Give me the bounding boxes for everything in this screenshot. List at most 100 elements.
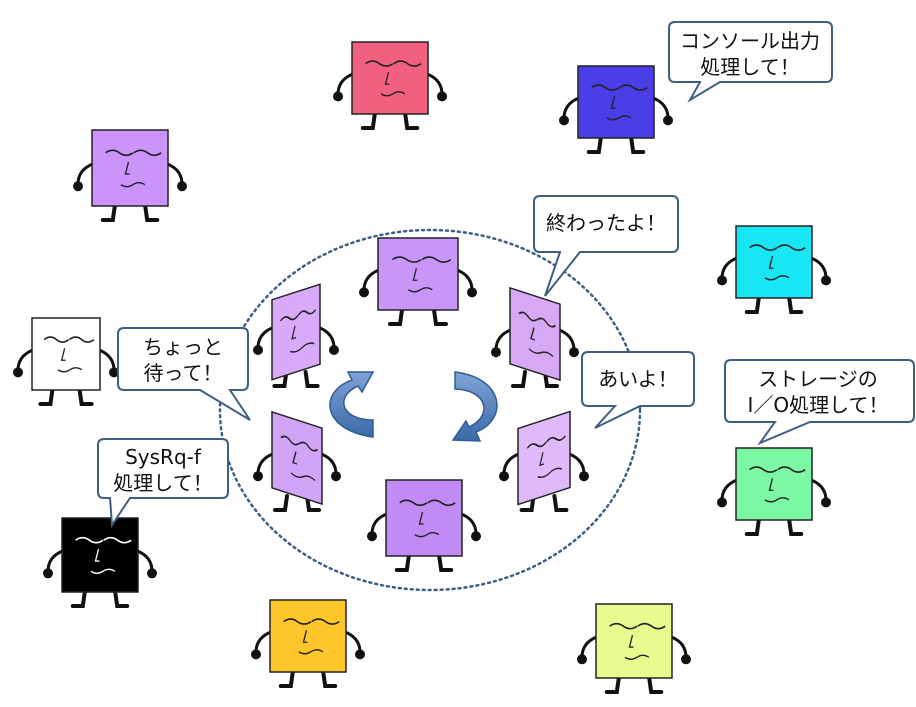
mouth [289, 342, 315, 353]
hand-left [43, 568, 53, 579]
ring-lower-right-task [499, 410, 589, 512]
eye-right [393, 60, 422, 67]
hand-right [177, 181, 187, 192]
pink-task [333, 41, 447, 130]
eye-left [609, 622, 638, 630]
body-group [595, 603, 673, 679]
eye-right [311, 618, 340, 625]
arm-left [494, 328, 511, 351]
leg-left [38, 388, 55, 406]
eye-left [749, 244, 778, 251]
nose [384, 72, 390, 85]
eye-right [536, 317, 557, 328]
nose [60, 348, 66, 361]
eye-right [546, 435, 566, 443]
arm-left [502, 452, 519, 475]
eye-left [399, 499, 428, 507]
nose [768, 478, 774, 491]
eye-left [749, 466, 778, 473]
purple-task-topleft [73, 129, 187, 222]
mouth [764, 497, 790, 503]
arm-right [137, 549, 154, 572]
leg-right [305, 494, 321, 512]
leg-left [388, 308, 404, 326]
eye-left [280, 435, 300, 446]
arm-left [76, 162, 93, 185]
bubble-ok: あいよ！ [581, 351, 695, 429]
body-group [577, 65, 655, 139]
arm-right [811, 479, 828, 501]
hand-right [467, 287, 477, 298]
mouth [606, 115, 632, 121]
arm-right [811, 257, 828, 279]
leg-left [519, 494, 536, 512]
hand-right [579, 471, 589, 482]
nose [610, 96, 616, 109]
hand-left [73, 181, 83, 192]
arm-right [167, 162, 184, 185]
body-group [509, 286, 561, 382]
bubble-ok-text: あいよ！ [598, 367, 678, 391]
hand-right [147, 568, 157, 579]
leg-left [744, 518, 761, 536]
nose [292, 451, 297, 465]
bubble-finished: 終わったよ！ [533, 195, 679, 297]
run-queue-ring [218, 228, 642, 592]
eye-right [427, 499, 456, 507]
eye-left [526, 441, 547, 449]
arm-right [319, 326, 336, 349]
nose [530, 327, 535, 341]
arm-right [671, 635, 688, 658]
arm-right [559, 328, 576, 351]
hand-right [437, 91, 447, 102]
body-group [271, 283, 321, 381]
hand-left [251, 649, 261, 660]
arm-left [256, 452, 273, 475]
body [377, 237, 459, 311]
body [269, 599, 347, 673]
leg-right [432, 308, 448, 326]
body [271, 410, 323, 506]
white-task [13, 317, 119, 406]
bubble-finished-text: 終わったよ！ [546, 211, 666, 235]
ring-top-task [359, 237, 477, 326]
hand-right [821, 497, 831, 508]
leg-left [360, 112, 377, 130]
eye-right [298, 441, 319, 452]
body [517, 410, 571, 506]
body [31, 317, 101, 391]
mouth [298, 649, 324, 655]
mouth [624, 654, 650, 660]
arm-right [321, 452, 338, 475]
leg-left [744, 296, 761, 314]
hand-right [681, 654, 691, 665]
hand-right [329, 345, 339, 355]
eye-left [591, 84, 620, 91]
bubble-console-line2: 処理して！ [700, 55, 799, 79]
arm-left [16, 349, 33, 371]
arm-right [99, 349, 116, 371]
body [61, 517, 139, 593]
hand-left [359, 287, 369, 298]
body [509, 286, 561, 382]
body [577, 65, 655, 139]
leg-right [787, 296, 804, 314]
body-group [91, 129, 169, 207]
hand-left [253, 345, 263, 355]
body [271, 283, 321, 381]
bubble-sysrq: SysRq-f 処理して！ [97, 438, 229, 528]
arm-right [345, 631, 362, 653]
arm-left [720, 257, 737, 279]
eye-right [103, 536, 132, 544]
leg-right [143, 204, 160, 222]
bubble-storage: ストレージの I／O処理して！ [724, 359, 915, 446]
orange-task [251, 599, 365, 688]
body-group [271, 410, 323, 506]
ring-left-task [253, 283, 339, 388]
mouth [380, 91, 406, 97]
nose [124, 161, 130, 175]
black-task [43, 517, 157, 608]
nose [302, 630, 308, 643]
